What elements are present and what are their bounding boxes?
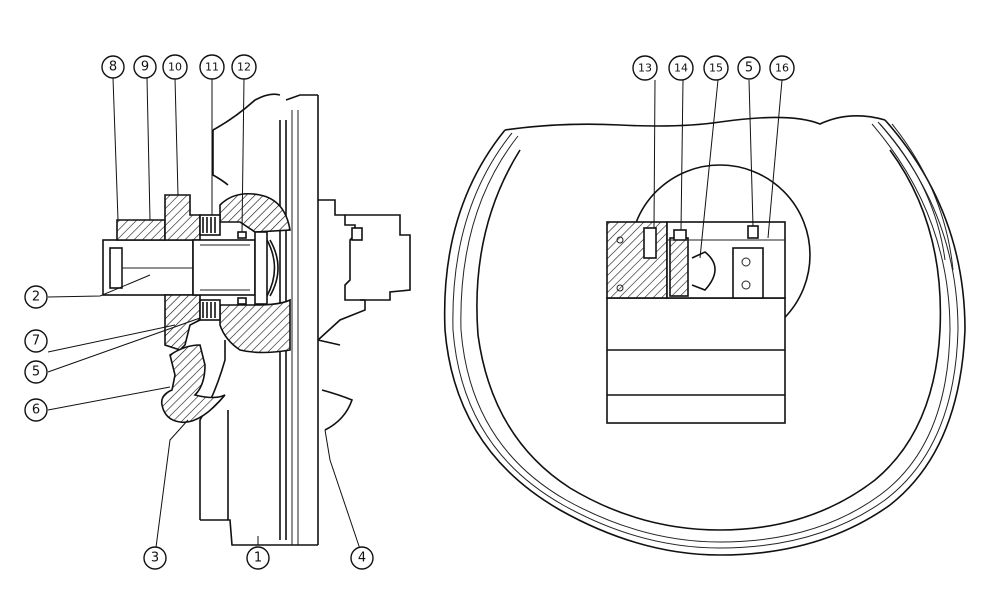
sleeve: [192, 231, 279, 305]
callout-13: 13: [632, 55, 658, 81]
callout-11: 11: [199, 54, 225, 80]
callout-8: 8: [101, 55, 125, 79]
end-view: [443, 115, 966, 556]
callout-15: 15: [703, 55, 729, 81]
svg-text:16: 16: [775, 62, 789, 75]
callout-9: 9: [133, 55, 157, 79]
callout-10: 10: [162, 54, 188, 80]
callout-5-left: 5: [24, 360, 48, 384]
shaft: [102, 239, 194, 296]
svg-text:4: 4: [358, 551, 366, 566]
callout-12: 12: [231, 54, 257, 80]
svg-text:13: 13: [638, 62, 652, 75]
callout-3: 3: [143, 546, 167, 570]
callout-7: 7: [24, 329, 48, 353]
callout-2: 2: [24, 285, 48, 309]
svg-text:14: 14: [674, 62, 688, 75]
svg-text:12: 12: [237, 61, 251, 74]
callout-6: 6: [24, 398, 48, 422]
callout-16: 16: [769, 55, 795, 81]
housing-upper: [116, 192, 291, 241]
svg-text:5: 5: [745, 61, 753, 76]
svg-text:5: 5: [32, 365, 40, 380]
center-block: [606, 221, 786, 424]
seal-stack-upper: [199, 214, 221, 236]
svg-text:3: 3: [151, 551, 159, 566]
leader-lines: [47, 77, 783, 556]
section-view: [102, 93, 411, 546]
svg-text:9: 9: [141, 60, 149, 75]
svg-text:15: 15: [709, 62, 723, 75]
callout-5-right: 5: [737, 56, 761, 80]
svg-text:7: 7: [32, 334, 40, 349]
outer-casing: [443, 115, 966, 556]
seal-stack-lower: [199, 299, 221, 321]
callout-1: 1: [246, 546, 270, 570]
svg-text:2: 2: [32, 290, 40, 305]
right-mount: [317, 199, 411, 431]
svg-text:8: 8: [109, 60, 117, 75]
svg-text:11: 11: [205, 61, 219, 74]
svg-text:10: 10: [168, 61, 182, 74]
callout-4: 4: [350, 546, 374, 570]
housing-lower: [160, 294, 291, 424]
svg-text:6: 6: [32, 403, 40, 418]
svg-text:1: 1: [254, 551, 262, 566]
callout-14: 14: [668, 55, 694, 81]
